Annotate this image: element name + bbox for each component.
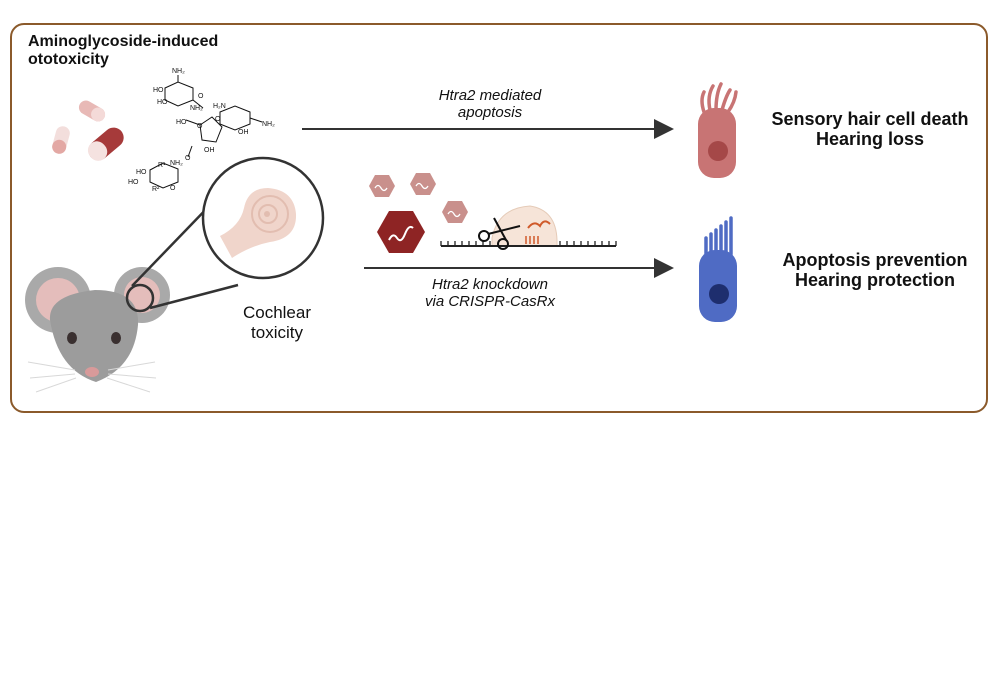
figure-frame [10,23,988,413]
apoptosis-arrow-label: Htra2 mediated apoptosis [400,87,580,121]
atom-label: H₂N [213,103,226,110]
atom-label: NH₂ [262,121,275,128]
outcome-line: Hearing protection [794,270,955,290]
outcome-line: Hearing loss [815,129,925,149]
outcome-line: Sensory hair cell death [771,109,969,129]
atom-label: HO [136,169,147,176]
cochlea-magnifier-icon [201,156,325,280]
damaged-hair-cell-icon [698,82,738,178]
capsule-dark-icon [87,127,124,161]
label-line: Htra2 knockdown [432,276,548,293]
atom-label: O [215,116,221,123]
outcome-hair-cell-death: Sensory hair cell death Hearing loss [760,109,980,149]
label-line: Cochlear [242,303,312,322]
label-line: apoptosis [457,104,523,121]
label-line: Htra2 mediated [438,87,542,104]
atom-label: R¹ [158,162,166,169]
figure-title: Aminoglycoside-induced ototoxicity [28,33,218,69]
molecule-labels: NH₂ HO HO NH₂ H₂N O O NH₂ OH HO O OH R¹ … [128,68,275,193]
atom-label: O [185,155,191,162]
label-line: toxicity [251,323,303,342]
atom-label: HO [153,87,164,94]
atom-label: NH₂ [172,68,185,75]
atom-label: OH [238,129,249,136]
scissors-icon [478,217,521,250]
outcome-hearing-protection: Apoptosis prevention Hearing protection [770,250,980,290]
atom-label: HO [176,119,187,126]
aav-particle-icon [410,173,436,195]
aav-particle-icon [442,201,468,223]
atom-label: HO [157,99,168,106]
mouse-illustration [25,267,170,393]
atom-label: O [170,185,176,192]
aminoglycoside-molecule-icon [149,75,263,189]
aav-vector-icon [377,211,425,253]
capsule-small-icon [52,126,70,154]
atom-label: R² [152,186,160,193]
cochlear-toxicity-label: Cochlear toxicity [222,303,332,343]
atom-label: HO [128,179,139,186]
knockdown-arrow-label: Htra2 knockdown via CRISPR-CasRx [380,276,600,310]
outcome-line: Apoptosis prevention [782,250,968,270]
protected-hair-cell-icon [699,216,737,322]
atom-label: NH₂ [190,105,203,112]
aav-particle-icon [369,175,395,197]
casrx-complex-icon [491,205,558,247]
atom-label: O [198,93,204,100]
atom-label: O [197,123,203,130]
atom-label: OH [204,147,215,154]
title-line: Aminoglycoside-induced [28,33,219,50]
capsule-pink-icon [78,100,106,122]
target-rna-strand [440,241,617,247]
atom-label: NH₂ [170,160,183,167]
label-line: via CRISPR-CasRx [424,293,556,310]
title-line: ototoxicity [28,51,109,68]
